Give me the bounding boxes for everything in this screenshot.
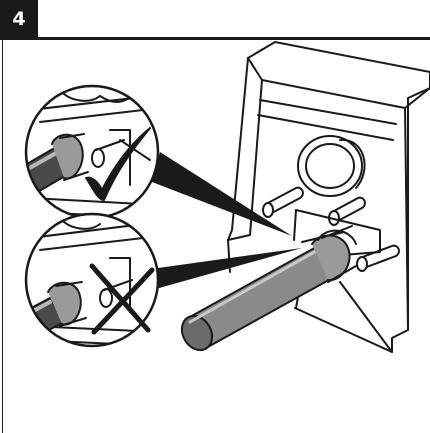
cross-icon [89, 263, 155, 335]
device-housing [227, 41, 430, 353]
hose [180, 225, 357, 352]
header-rule [0, 37, 430, 40]
checkmark-icon [85, 127, 151, 201]
inset-correct [24, 84, 160, 220]
inset-pointers [152, 152, 302, 290]
step-number-badge: 4 [0, 0, 38, 37]
device-pins [262, 186, 400, 272]
step-number: 4 [12, 7, 26, 30]
device-gauge [297, 135, 366, 197]
left-border [2, 40, 3, 433]
inset-incorrect [24, 212, 160, 348]
